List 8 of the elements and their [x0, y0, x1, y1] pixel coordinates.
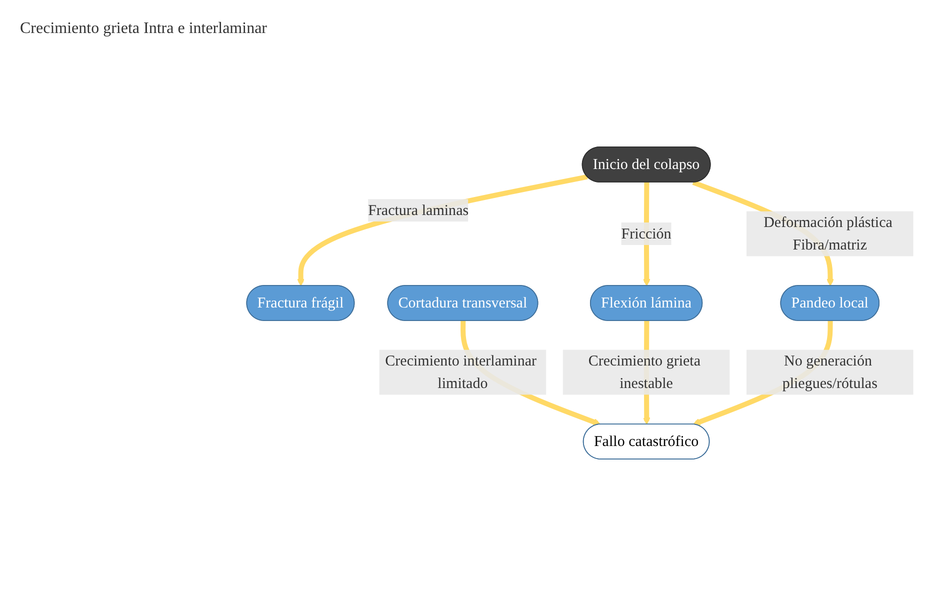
arrow — [297, 174, 588, 286]
edge-label: Crecimiento interlaminar limitado — [385, 352, 537, 392]
edge-label: No generación pliegues/rótulas — [782, 352, 878, 392]
edge-label: Crecimiento grieta inestable — [588, 352, 701, 392]
edge-label: Fricción — [621, 224, 672, 242]
note-text: Crecimiento grieta Intra e interlaminar — [20, 20, 267, 38]
edge-label: Deformación plástica Fibra/matriz — [764, 214, 892, 253]
edge-label: Fractura laminas — [368, 202, 469, 218]
